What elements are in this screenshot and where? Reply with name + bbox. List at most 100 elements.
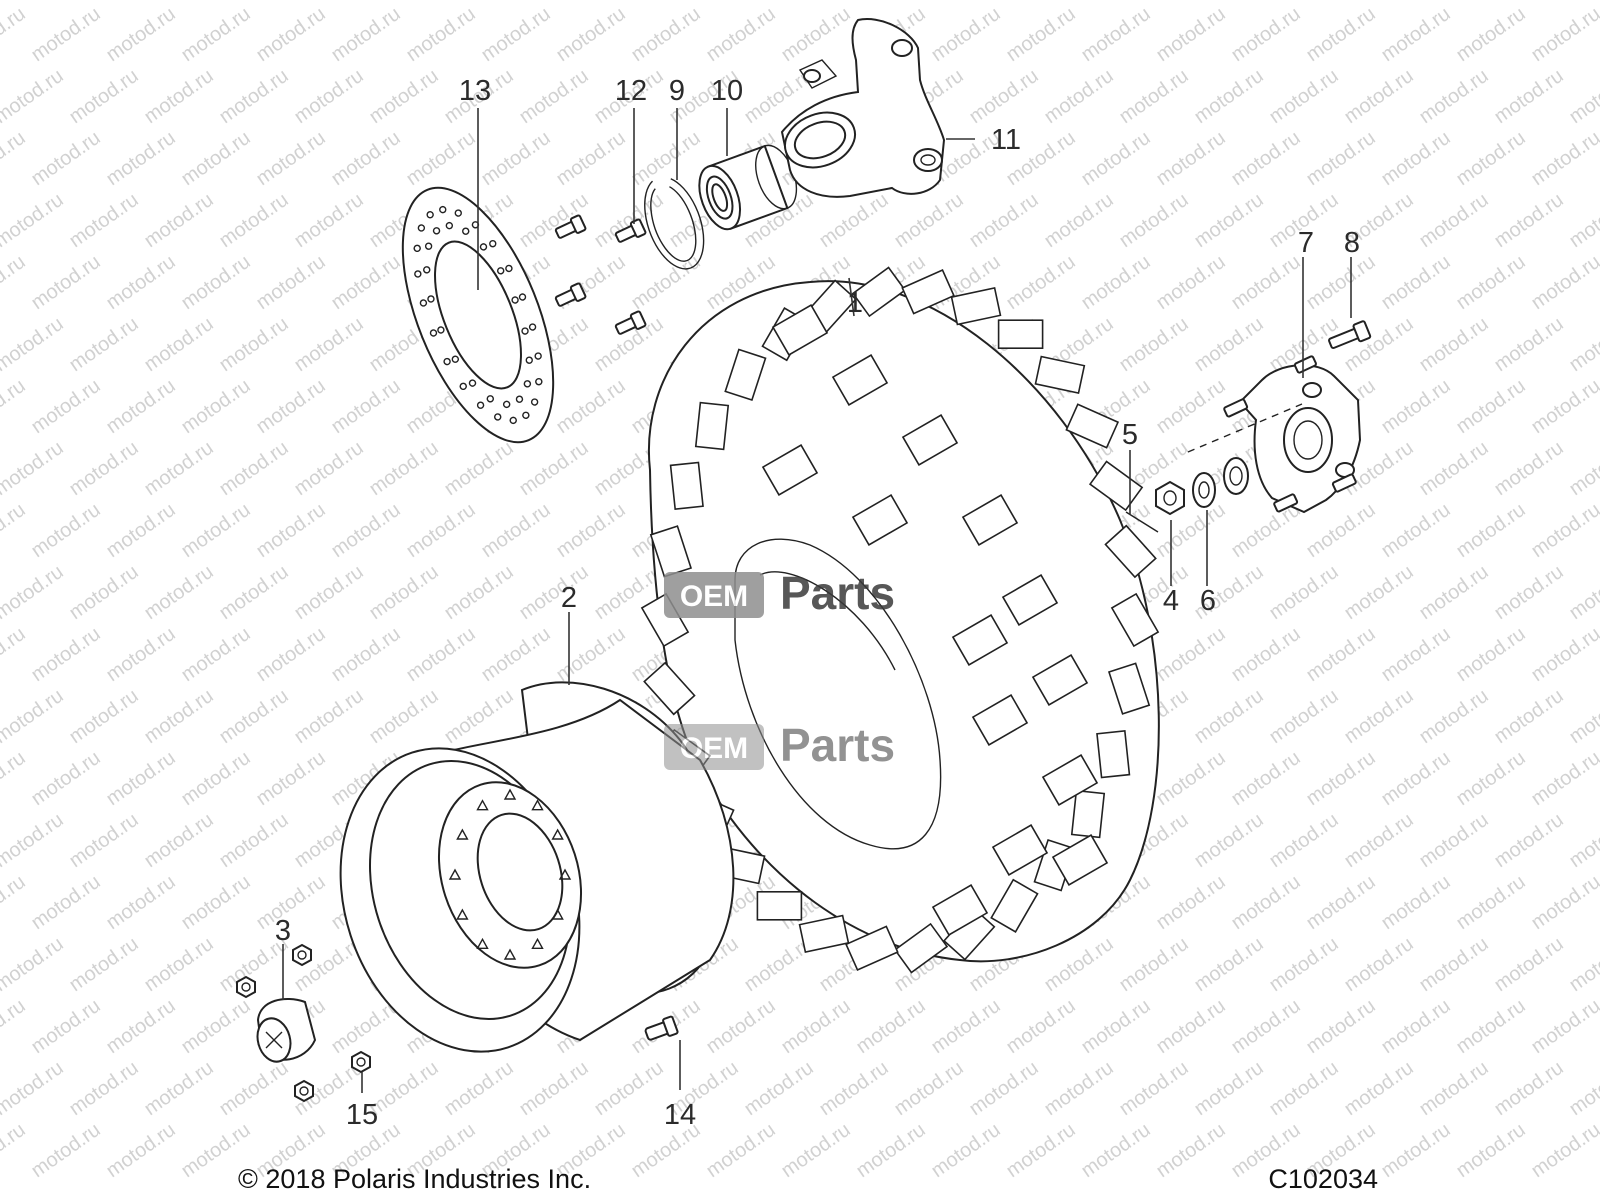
disc-hole bbox=[423, 266, 431, 274]
cotter-pin bbox=[1125, 511, 1159, 533]
watermark-text: motod.ru bbox=[1227, 747, 1304, 810]
diagram-id: C102034 bbox=[1268, 1164, 1378, 1194]
tread-lug bbox=[961, 494, 1019, 546]
watermark-text: motod.ru bbox=[252, 251, 329, 314]
watermark-text: motod.ru bbox=[177, 3, 254, 66]
watermark-text: motod.ru bbox=[102, 623, 179, 686]
watermark-text: motod.ru bbox=[1227, 499, 1304, 562]
watermark-text: motod.ru bbox=[702, 3, 779, 66]
watermark-text: motod.ru bbox=[140, 933, 217, 996]
watermark-text: motod.ru bbox=[890, 0, 967, 4]
watermark-text: motod.ru bbox=[102, 3, 179, 66]
disc-hole bbox=[505, 264, 513, 273]
watermark-text: motod.ru bbox=[0, 189, 68, 252]
tread-lug bbox=[1096, 729, 1131, 779]
snap-ring bbox=[644, 178, 705, 270]
wheel-bearing bbox=[698, 144, 798, 231]
disc-hole bbox=[462, 227, 470, 235]
watermark-text: motod.ru bbox=[1040, 189, 1117, 252]
rim-cutout bbox=[448, 868, 462, 880]
watermark-text: motod.ru bbox=[327, 375, 404, 438]
watermark-text: motod.ru bbox=[515, 1057, 592, 1120]
disc-hole bbox=[424, 242, 433, 250]
watermark-text: motod.ru bbox=[1490, 189, 1567, 252]
watermark-text: motod.ru bbox=[627, 127, 704, 190]
watermark-text: motod.ru bbox=[290, 0, 367, 4]
disc-hole bbox=[509, 416, 517, 425]
watermark-text: motod.ru bbox=[477, 3, 554, 66]
watermark-text: motod.ru bbox=[65, 685, 142, 748]
watermark-text: motod.ru bbox=[0, 623, 30, 686]
disc-hole bbox=[494, 413, 502, 421]
watermark-text: motod.ru bbox=[1115, 933, 1192, 996]
disc-hole bbox=[523, 380, 532, 388]
watermark-text: motod.ru bbox=[0, 251, 30, 314]
watermark-text: motod.ru bbox=[1565, 1057, 1600, 1120]
watermark-text: motod.ru bbox=[327, 623, 404, 686]
callout-11: 11 bbox=[991, 124, 1021, 156]
watermark-text: motod.ru bbox=[702, 1119, 779, 1182]
watermark-text: motod.ru bbox=[402, 623, 479, 686]
watermark-text: motod.ru bbox=[65, 0, 142, 4]
rim-cutout bbox=[503, 948, 517, 960]
watermark-text: motod.ru bbox=[177, 127, 254, 190]
disc-hole bbox=[454, 209, 462, 217]
watermark-text: motod.ru bbox=[327, 251, 404, 314]
tread-lug bbox=[1001, 574, 1059, 626]
watermark-text: motod.ru bbox=[102, 747, 179, 810]
watermark-text: motod.ru bbox=[0, 933, 68, 996]
watermark-text: motod.ru bbox=[1227, 251, 1304, 314]
watermark-text: motod.ru bbox=[327, 3, 404, 66]
disc-hole bbox=[439, 205, 447, 214]
watermark-text: motod.ru bbox=[402, 3, 479, 66]
watermark-text: motod.ru bbox=[102, 499, 179, 562]
watermark-text: motod.ru bbox=[1302, 127, 1379, 190]
watermark-text: motod.ru bbox=[1040, 0, 1117, 4]
watermark-text: motod.ru bbox=[965, 65, 1042, 128]
watermark-text: motod.ru bbox=[740, 0, 817, 4]
watermark-text: motod.ru bbox=[177, 499, 254, 562]
svg-text:Parts: Parts bbox=[780, 567, 895, 619]
watermark-text: motod.ru bbox=[1377, 623, 1454, 686]
watermark-text: motod.ru bbox=[1415, 65, 1492, 128]
watermark-text: motod.ru bbox=[515, 65, 592, 128]
watermark-text: motod.ru bbox=[252, 623, 329, 686]
watermark-text: motod.ru bbox=[1227, 127, 1304, 190]
watermark-text: motod.ru bbox=[1565, 189, 1600, 252]
watermark-text: motod.ru bbox=[0, 65, 68, 128]
watermark-text: motod.ru bbox=[0, 809, 68, 872]
watermark-text: motod.ru bbox=[1190, 0, 1267, 4]
watermark-text: motod.ru bbox=[177, 871, 254, 934]
watermark-text: motod.ru bbox=[1565, 0, 1600, 4]
watermark-text: motod.ru bbox=[1377, 747, 1454, 810]
disc-hole bbox=[419, 299, 428, 307]
rim-cutout bbox=[476, 799, 489, 811]
watermark-text: motod.ru bbox=[1340, 933, 1417, 996]
watermark-text: motod.ru bbox=[1490, 313, 1567, 376]
watermark-text: motod.ru bbox=[1377, 375, 1454, 438]
watermark-text: motod.ru bbox=[65, 65, 142, 128]
disc-hole bbox=[468, 379, 477, 387]
watermark-text: motod.ru bbox=[215, 1057, 292, 1120]
watermark-text: motod.ru bbox=[590, 1057, 667, 1120]
watermark-text: motod.ru bbox=[365, 65, 442, 128]
watermark-text: motod.ru bbox=[1002, 995, 1079, 1058]
watermark-text: motod.ru bbox=[1490, 0, 1567, 4]
watermark-text: motod.ru bbox=[590, 0, 667, 4]
disc-hole bbox=[515, 395, 524, 403]
watermark-text: motod.ru bbox=[1490, 65, 1567, 128]
disc-hole bbox=[417, 224, 426, 232]
watermark-text: motod.ru bbox=[1565, 313, 1600, 376]
watermark-text: motod.ru bbox=[290, 437, 367, 500]
tread-lug bbox=[893, 922, 949, 974]
watermark-text: motod.ru bbox=[215, 0, 292, 4]
watermark-text: motod.ru bbox=[1002, 1119, 1079, 1182]
watermark-text: motod.ru bbox=[440, 561, 517, 624]
watermark-text: motod.ru bbox=[927, 1119, 1004, 1182]
watermark-text: motod.ru bbox=[777, 1119, 854, 1182]
watermark-text: motod.ru bbox=[552, 499, 629, 562]
watermark-text: motod.ru bbox=[102, 995, 179, 1058]
copyright-text: © 2018 Polaris Industries Inc. bbox=[238, 1164, 591, 1194]
watermark-text: motod.ru bbox=[1190, 65, 1267, 128]
watermark-text: motod.ru bbox=[927, 3, 1004, 66]
